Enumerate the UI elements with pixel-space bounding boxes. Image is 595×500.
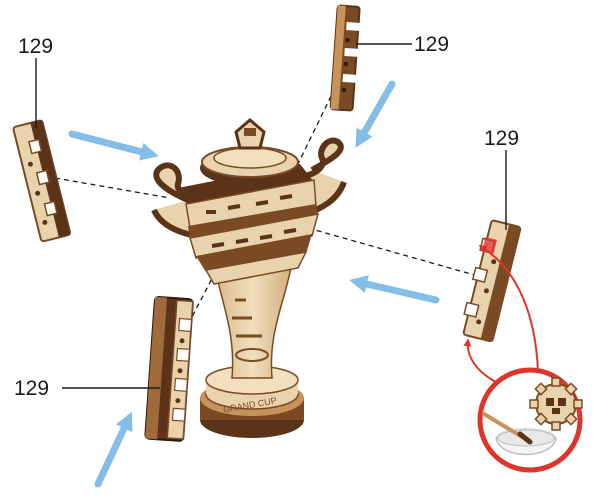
arrow-bottom-piece [98, 420, 128, 484]
part-129-top-right [331, 5, 362, 110]
callout-label-bottom-left: 129 [14, 378, 49, 399]
guide-right-piece [308, 228, 485, 278]
arrow-right-piece [358, 282, 436, 300]
arrow-left-piece [72, 134, 150, 154]
guide-left-piece [55, 178, 170, 198]
part-129-top-left [13, 120, 71, 242]
callout-label-top-right: 129 [414, 34, 449, 55]
callout-label-top-left: 129 [18, 36, 53, 57]
part-129-right [459, 219, 521, 342]
callout-label-right: 129 [484, 128, 519, 149]
trophy-bowl [178, 120, 318, 284]
arrow-top-piece [360, 84, 392, 140]
part-129-bottom-left [145, 297, 193, 441]
gear-part [530, 378, 582, 430]
